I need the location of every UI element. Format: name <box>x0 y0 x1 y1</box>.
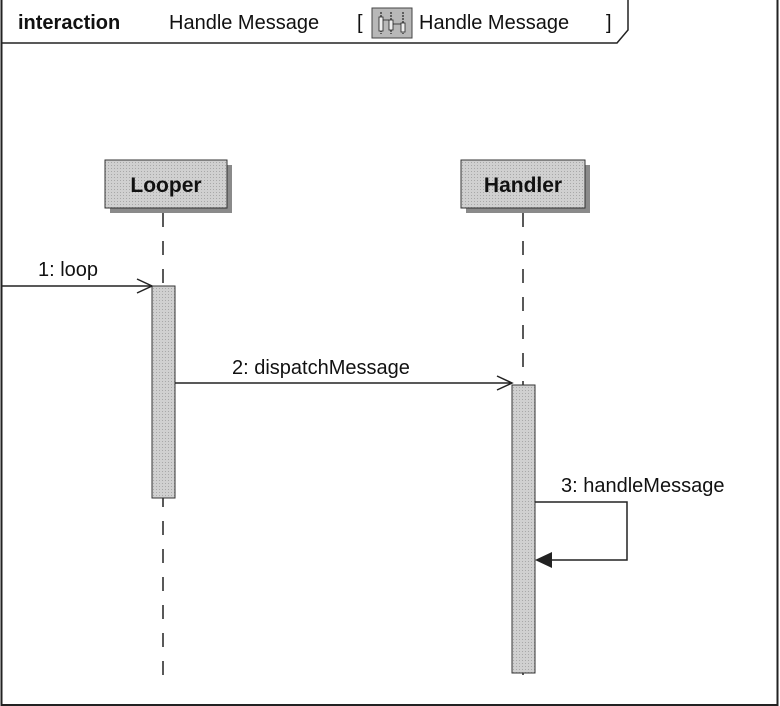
frame-header-tab <box>1 0 629 44</box>
activation-bar <box>511 384 536 674</box>
message-loop: 1: loop <box>2 259 154 294</box>
open-arrowhead <box>136 278 154 294</box>
activation-bar <box>151 285 176 499</box>
frame-keyword: interaction <box>18 12 120 34</box>
message-dispatch: 2: dispatchMessage <box>175 357 514 391</box>
filled-arrowhead <box>535 552 552 568</box>
frame-close-bracket: ] <box>606 12 612 34</box>
open-arrowhead <box>496 375 514 391</box>
lifeline-head-box <box>104 159 228 209</box>
lifeline-handler: Handler <box>460 159 590 688</box>
frame-ref-name: Handle Message <box>419 12 569 34</box>
frame-name: Handle Message <box>169 12 319 34</box>
message-arrow-line <box>535 501 628 561</box>
message-label: 3: handleMessage <box>561 475 724 497</box>
frame-open-bracket: [ <box>357 12 363 34</box>
message-label: 2: dispatchMessage <box>232 357 410 379</box>
sequence-diagram-icon <box>371 7 413 39</box>
lifeline-looper: Looper <box>104 159 232 688</box>
lifeline-label-handler: Handler <box>484 174 562 197</box>
lifeline-head-box <box>460 159 586 209</box>
lifeline-label-looper: Looper <box>130 174 201 197</box>
message-label: 1: loop <box>38 259 98 281</box>
message-handle: 3: handleMessage <box>535 475 724 568</box>
